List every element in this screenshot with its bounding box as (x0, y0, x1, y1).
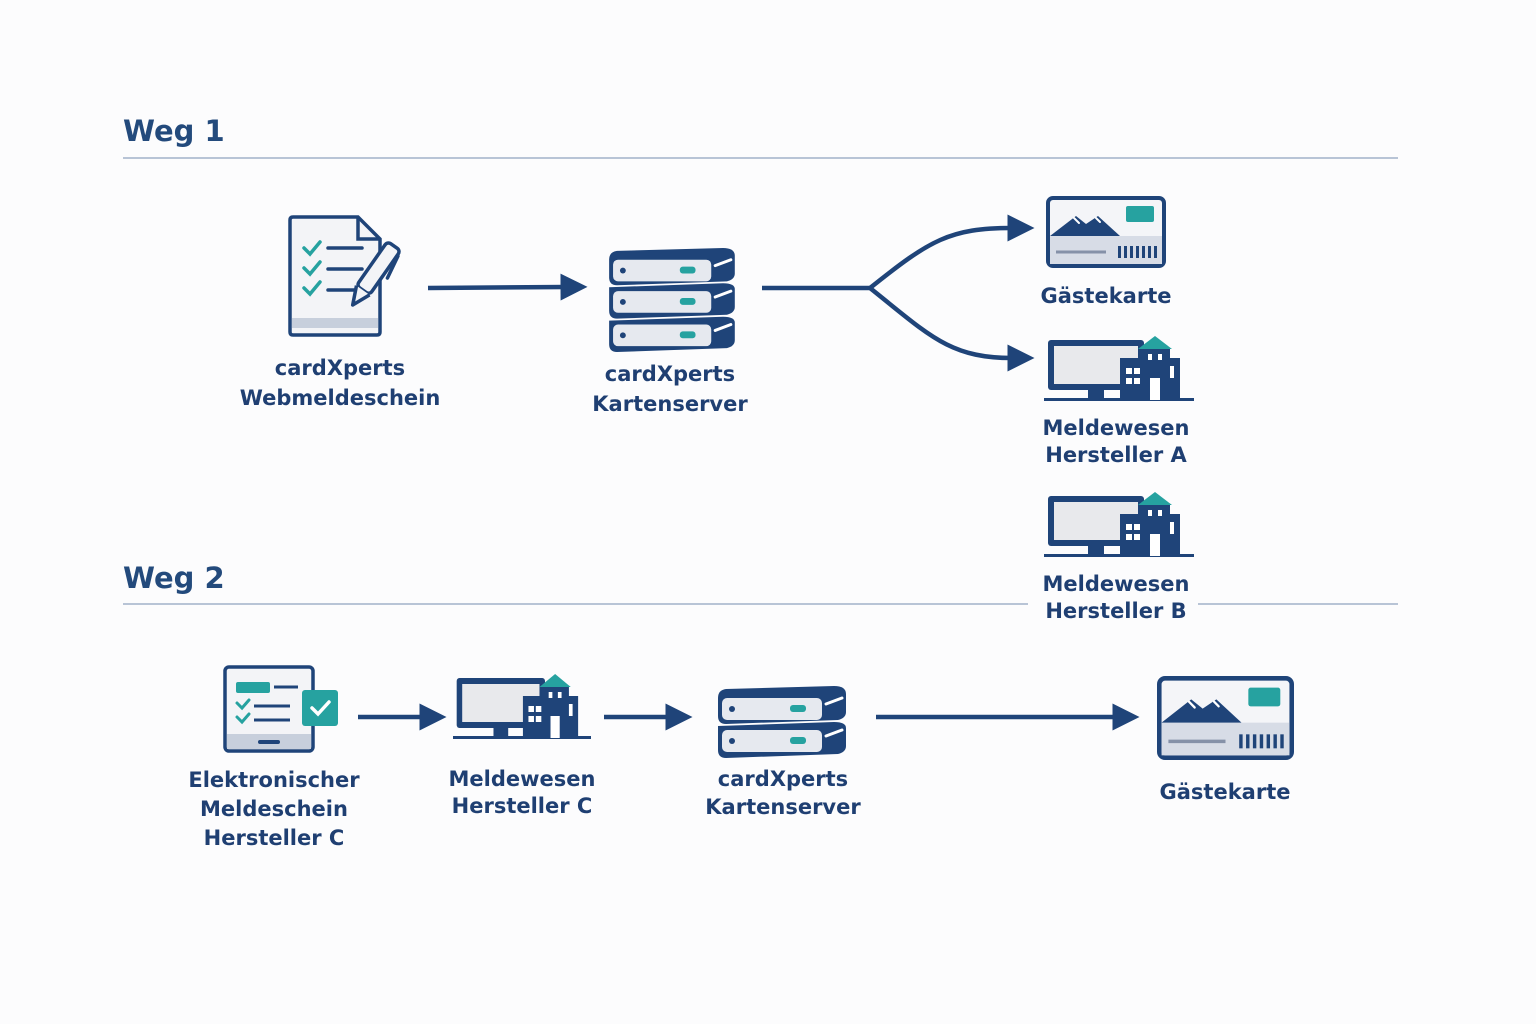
label-line: Hersteller C (203, 826, 345, 850)
guest-card-icon (1046, 196, 1166, 268)
label-line: cardXperts (717, 767, 849, 791)
server-stack-icon (708, 684, 852, 760)
weg1-heading: Weg 1 (123, 114, 225, 148)
guest-card-icon (1157, 676, 1294, 760)
weg2-divider-left (123, 603, 1028, 605)
node-label-gaestekarte: Gästekarte (1041, 281, 1172, 311)
label-line: Hersteller C (451, 794, 593, 818)
server-stack-icon (598, 246, 742, 354)
node-label-kartenserver: cardXperts Kartenserver (592, 359, 747, 419)
weg2-divider-right (1198, 603, 1398, 605)
label-line: Hersteller B (1045, 599, 1187, 623)
node-label-kartenserver-2: cardXperts Kartenserver (705, 765, 860, 821)
label-line: cardXperts (604, 362, 736, 386)
node-label-meldewesen-a: Meldewesen Hersteller A (1043, 415, 1190, 469)
label-line: Elektronischer (188, 768, 360, 792)
node-label-webmeldeschein: cardXperts Webmeldeschein (240, 353, 441, 413)
edge-kartenserver-gaestekarte (868, 214, 1035, 290)
edge-kartenserver-meldewesen-a (868, 286, 1035, 372)
node-label-meldewesen-c: Meldewesen Hersteller C (449, 766, 596, 820)
label-line: Meldewesen (1042, 572, 1190, 596)
node-label-gaestekarte-2: Gästekarte (1160, 777, 1291, 807)
label-line: Hersteller A (1045, 443, 1187, 467)
label-line: Meldewesen (448, 767, 596, 791)
label-line: cardXperts (274, 356, 406, 380)
label-line: Kartenserver (592, 392, 748, 416)
label-line: Kartenserver (705, 795, 861, 819)
form-with-pen-icon (288, 215, 401, 337)
edge-webmeldeschein-kartenserver (427, 273, 588, 301)
node-label-meldewesen-b: Meldewesen Hersteller B (1043, 571, 1190, 625)
computer-building-icon (1043, 334, 1195, 404)
label-line: Meldeschein (200, 797, 348, 821)
label-line: Gästekarte (1159, 780, 1291, 804)
computer-building-icon (1043, 490, 1195, 560)
label-line: Gästekarte (1040, 284, 1172, 308)
label-line: Webmeldeschein (239, 386, 441, 410)
weg2-heading: Weg 2 (123, 561, 225, 595)
weg1-divider (123, 157, 1398, 159)
node-label-elektronischer-meldeschein: Elektronischer Meldeschein Hersteller C (188, 766, 359, 853)
computer-building-icon (453, 672, 591, 742)
label-line: Meldewesen (1042, 416, 1190, 440)
tablet-form-check-icon (223, 665, 338, 753)
